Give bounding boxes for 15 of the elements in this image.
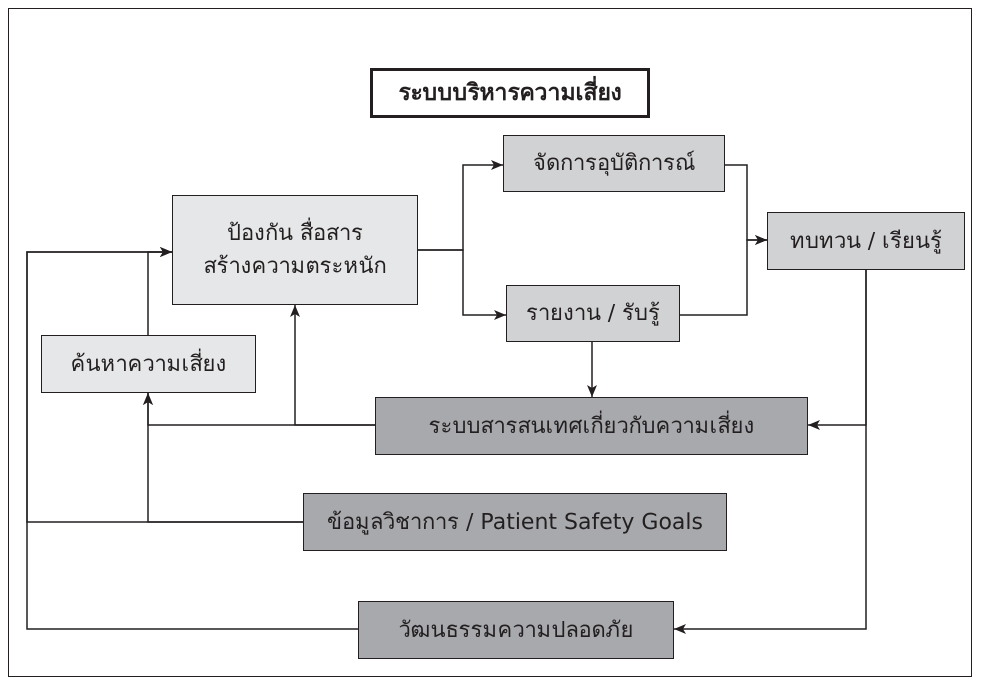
process-box: จัดการอุบัติการณ์ (503, 135, 725, 192)
arrow (587, 342, 597, 397)
arrow (674, 270, 867, 634)
process-box: ทบทวน / เรียนรู้ (767, 212, 965, 270)
process-box: วัฒนธรรมความปลอดภัย (358, 601, 674, 659)
process-box: รายงาน / รับรู้ (506, 285, 680, 342)
arrow (290, 305, 375, 426)
arrow (147, 247, 172, 335)
process-box: ระบบสารสนเทศเกี่ยวกับความเสี่ยง (375, 397, 808, 455)
arrow (418, 249, 506, 320)
process-box: ข้อมูลวิชาการ / Patient Safety Goals (303, 493, 727, 551)
process-box: ป้องกัน สื่อสาร สร้างความตระหนัก (172, 195, 418, 305)
process-box: ค้นหาความเสี่ยง (41, 335, 256, 393)
title-box: ระบบบริหารความเสี่ยง (370, 68, 650, 118)
arrow (680, 235, 767, 316)
